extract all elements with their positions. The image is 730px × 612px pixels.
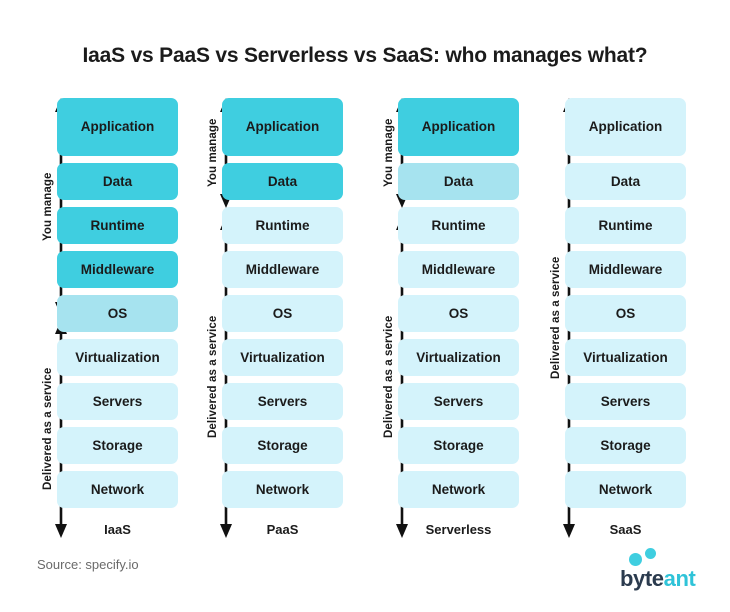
- logo-word-ant: ant: [663, 566, 696, 591]
- column-label-iaas: IaaS: [104, 522, 131, 537]
- layer-box-virtualization[interactable]: Virtualization: [222, 339, 343, 376]
- layer-box-virtualization[interactable]: Virtualization: [565, 339, 686, 376]
- byteant-logo: byteant: [620, 548, 715, 600]
- layer-stack: Application Data Runtime Middleware OS V…: [222, 98, 343, 515]
- service-model-diagram: You manage Delivered as a service You ma…: [0, 98, 730, 538]
- layer-box-virtualization[interactable]: Virtualization: [398, 339, 519, 376]
- arrow-label: You manage: [383, 118, 395, 188]
- layer-stack: Application Data Runtime Middleware OS V…: [398, 98, 519, 515]
- layer-box-servers[interactable]: Servers: [222, 383, 343, 420]
- layer-box-runtime[interactable]: Runtime: [222, 207, 343, 244]
- layer-stack: Application Data Runtime Middleware OS V…: [57, 98, 178, 515]
- layer-box-data[interactable]: Data: [565, 163, 686, 200]
- arrow-label: Delivered as a service: [42, 367, 54, 491]
- layer-box-application[interactable]: Application: [222, 98, 343, 156]
- layer-box-servers[interactable]: Servers: [57, 383, 178, 420]
- arrow-label: Delivered as a service: [207, 315, 219, 439]
- layer-box-data[interactable]: Data: [222, 163, 343, 200]
- column-label-paas: PaaS: [266, 522, 299, 537]
- layer-box-storage[interactable]: Storage: [57, 427, 178, 464]
- layer-box-servers[interactable]: Servers: [565, 383, 686, 420]
- layer-box-application[interactable]: Application: [57, 98, 178, 156]
- layer-box-storage[interactable]: Storage: [398, 427, 519, 464]
- page-title: IaaS vs PaaS vs Serverless vs SaaS: who …: [82, 44, 648, 67]
- layer-stack: Application Data Runtime Middleware OS V…: [565, 98, 686, 515]
- column-label-serverless: Serverless: [425, 522, 492, 537]
- layer-box-os[interactable]: OS: [57, 295, 178, 332]
- layer-box-storage[interactable]: Storage: [565, 427, 686, 464]
- arrow-label: Delivered as a service: [383, 315, 395, 439]
- layer-box-storage[interactable]: Storage: [222, 427, 343, 464]
- layer-box-runtime[interactable]: Runtime: [57, 207, 178, 244]
- column-paas: Application Data Runtime Middleware OS V…: [222, 98, 343, 538]
- logo-word-byte: byte: [620, 566, 664, 591]
- layer-box-middleware[interactable]: Middleware: [565, 251, 686, 288]
- layer-box-runtime[interactable]: Runtime: [398, 207, 519, 244]
- layer-box-network[interactable]: Network: [398, 471, 519, 508]
- layer-box-os[interactable]: OS: [565, 295, 686, 332]
- layer-box-os[interactable]: OS: [398, 295, 519, 332]
- column-iaas: Application Data Runtime Middleware OS V…: [57, 98, 178, 538]
- column-serverless: Application Data Runtime Middleware OS V…: [398, 98, 519, 538]
- logo-dot-small-icon: [645, 548, 656, 559]
- layer-box-servers[interactable]: Servers: [398, 383, 519, 420]
- layer-box-data[interactable]: Data: [57, 163, 178, 200]
- column-saas: Application Data Runtime Middleware OS V…: [565, 98, 686, 538]
- layer-box-middleware[interactable]: Middleware: [57, 251, 178, 288]
- layer-box-network[interactable]: Network: [222, 471, 343, 508]
- layer-box-middleware[interactable]: Middleware: [398, 251, 519, 288]
- layer-box-virtualization[interactable]: Virtualization: [57, 339, 178, 376]
- arrow-label: You manage: [207, 118, 219, 188]
- layer-box-os[interactable]: OS: [222, 295, 343, 332]
- layer-box-network[interactable]: Network: [57, 471, 178, 508]
- arrow-label: Delivered as a service: [550, 256, 562, 380]
- layer-box-application[interactable]: Application: [565, 98, 686, 156]
- logo-dots-icon: [629, 548, 673, 566]
- logo-dot-large-icon: [629, 553, 642, 566]
- source-attribution: Source: specify.io: [37, 557, 139, 572]
- layer-box-runtime[interactable]: Runtime: [565, 207, 686, 244]
- layer-box-network[interactable]: Network: [565, 471, 686, 508]
- layer-box-application[interactable]: Application: [398, 98, 519, 156]
- logo-wordmark: byteant: [620, 566, 696, 592]
- layer-box-middleware[interactable]: Middleware: [222, 251, 343, 288]
- column-label-saas: SaaS: [609, 522, 642, 537]
- arrow-label: You manage: [42, 172, 54, 242]
- layer-box-data[interactable]: Data: [398, 163, 519, 200]
